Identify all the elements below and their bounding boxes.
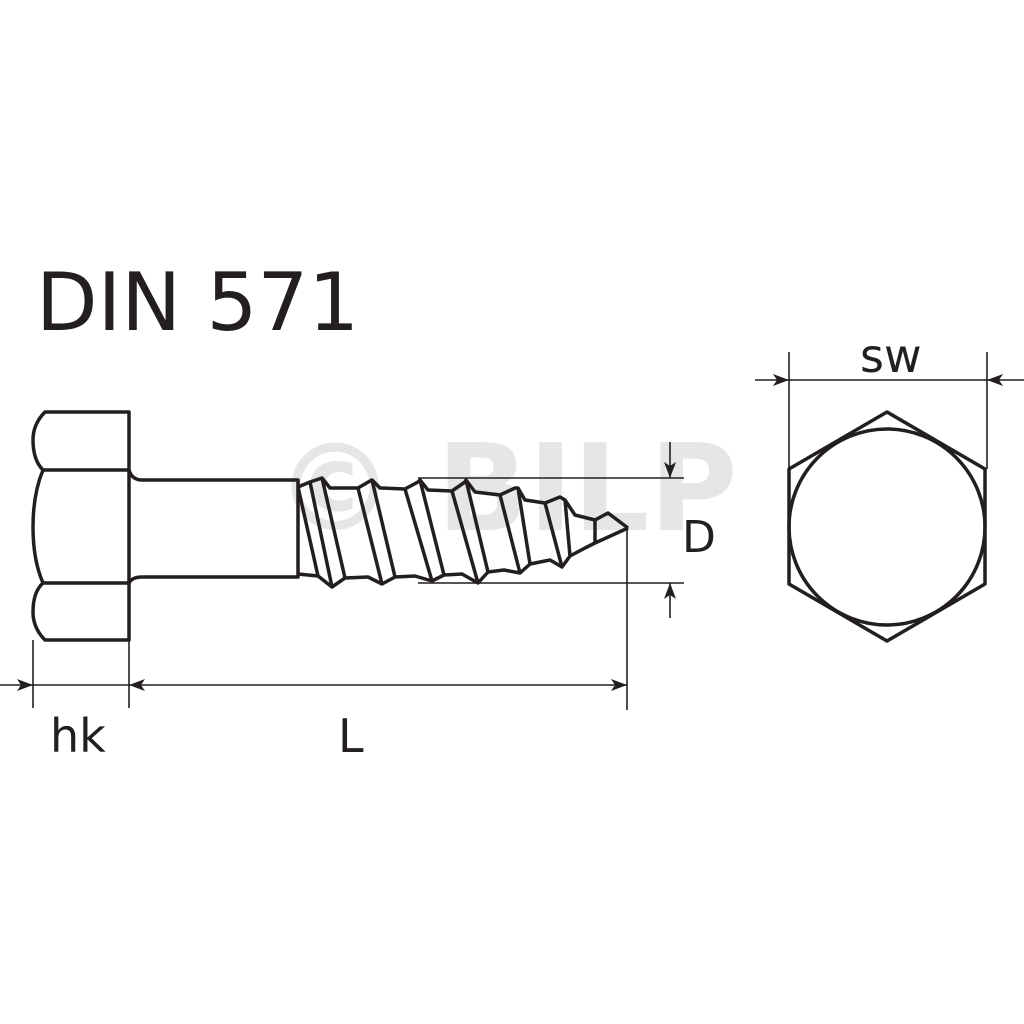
label-hk: hk xyxy=(50,709,106,763)
label-D: D xyxy=(682,512,716,563)
screw-thread xyxy=(296,476,630,589)
screw-head xyxy=(31,410,131,642)
label-SW: sw xyxy=(860,329,922,383)
screw-shank xyxy=(127,469,300,584)
dimension-SW: sw xyxy=(755,329,1024,469)
dimension-hk-L: hk L xyxy=(0,528,628,763)
title: DIN 571 xyxy=(36,256,359,349)
label-L: L xyxy=(338,709,364,763)
dimension-D: D xyxy=(418,442,716,618)
hex-head-view xyxy=(787,410,987,643)
